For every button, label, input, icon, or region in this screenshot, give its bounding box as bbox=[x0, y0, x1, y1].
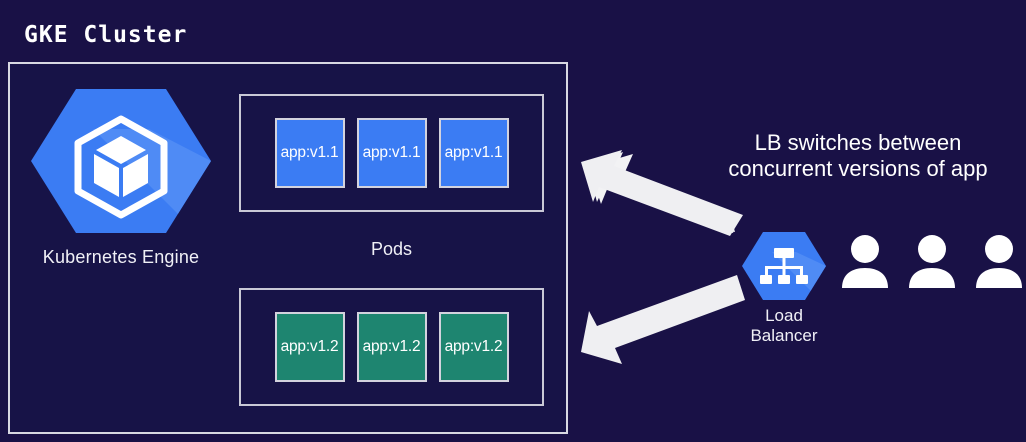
pod-app-v1-1[interactable]: app:v1.1 bbox=[356, 118, 427, 188]
user-person-icon bbox=[976, 235, 1022, 288]
page-title: GKE Cluster bbox=[24, 22, 188, 48]
load-balancer-node: Load Balancer bbox=[736, 228, 832, 345]
pod-app-v1-2[interactable]: app:v1.2 bbox=[274, 312, 345, 382]
kubernetes-engine-hexagon-icon bbox=[31, 89, 211, 233]
kubernetes-engine-hexagon bbox=[31, 81, 211, 241]
kubernetes-engine-label: Kubernetes Engine bbox=[42, 247, 200, 267]
callout-line-1: LB switches between bbox=[754, 130, 962, 155]
arrow-down-left-icon bbox=[581, 275, 745, 364]
callout-text: LB switches between concurrent versions … bbox=[690, 130, 1026, 182]
load-balancer-label-line-2: Balancer bbox=[750, 325, 818, 345]
user-person-icon bbox=[842, 235, 888, 288]
pods-label: Pods bbox=[370, 239, 413, 259]
pod-group-v1-2: app:v1.2 app:v1.2 app:v1.2 bbox=[239, 288, 544, 406]
pod-app-v1-2[interactable]: app:v1.2 bbox=[356, 312, 427, 382]
load-balancer-hierarchy-icon bbox=[742, 232, 826, 300]
kubernetes-engine-node: Kubernetes Engine bbox=[26, 81, 216, 268]
user-person-icon bbox=[909, 235, 955, 288]
load-balancer-label: Load Balancer bbox=[736, 306, 832, 345]
pod-group-v1-1: app:v1.1 app:v1.1 app:v1.1 bbox=[239, 94, 544, 212]
pod-app-v1-1[interactable]: app:v1.1 bbox=[438, 118, 509, 188]
pod-row: app:v1.2 app:v1.2 app:v1.2 bbox=[241, 290, 542, 404]
users-group bbox=[840, 234, 1024, 288]
pod-app-v1-2[interactable]: app:v1.2 bbox=[438, 312, 509, 382]
pod-app-v1-1[interactable]: app:v1.1 bbox=[274, 118, 345, 188]
callout-line-2: concurrent versions of app bbox=[728, 155, 988, 181]
load-balancer-hexagon bbox=[742, 228, 826, 304]
load-balancer-label-line-1: Load bbox=[765, 306, 803, 325]
pod-row: app:v1.1 app:v1.1 app:v1.1 bbox=[241, 96, 542, 210]
